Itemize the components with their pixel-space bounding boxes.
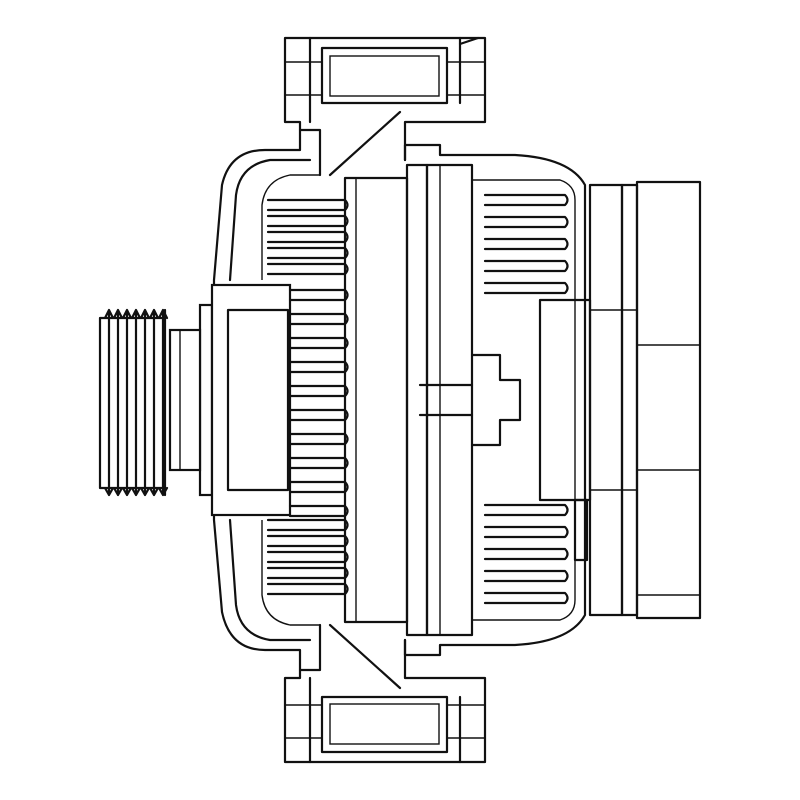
front-fin <box>266 246 349 260</box>
rear-fin <box>483 237 569 251</box>
rear-fin <box>483 503 569 517</box>
front-fin <box>266 214 349 228</box>
front-fin <box>288 288 349 302</box>
pulley <box>98 308 202 497</box>
front-fin <box>288 504 349 518</box>
front-fin <box>288 312 349 326</box>
front-fin <box>266 198 349 212</box>
rear-fin <box>483 525 569 539</box>
rear-housing <box>403 143 592 657</box>
front-fin <box>266 550 349 564</box>
front-fin <box>266 262 349 276</box>
cooling-fins <box>266 193 569 605</box>
front-fin <box>266 230 349 244</box>
stator-body <box>343 163 474 637</box>
front-fin <box>266 534 349 548</box>
front-fin <box>288 456 349 470</box>
rear-fin <box>483 281 569 295</box>
rear-fin <box>483 569 569 583</box>
rear-fin <box>483 215 569 229</box>
rear-fin <box>483 591 569 605</box>
rear-fin <box>483 547 569 561</box>
rear-fin <box>483 193 569 207</box>
front-fin <box>288 408 349 422</box>
front-fin <box>288 480 349 494</box>
rear-fin <box>483 259 569 273</box>
front-fin <box>266 518 349 532</box>
front-fin <box>266 566 349 580</box>
front-housing <box>198 128 320 672</box>
front-fin <box>288 336 349 350</box>
front-fin <box>288 384 349 398</box>
bottom-mounting-ear <box>283 623 487 764</box>
rear-cover <box>588 180 702 620</box>
front-fin <box>288 360 349 374</box>
front-fin <box>266 582 349 596</box>
top-mounting-ear <box>283 36 487 177</box>
front-fin <box>288 432 349 446</box>
